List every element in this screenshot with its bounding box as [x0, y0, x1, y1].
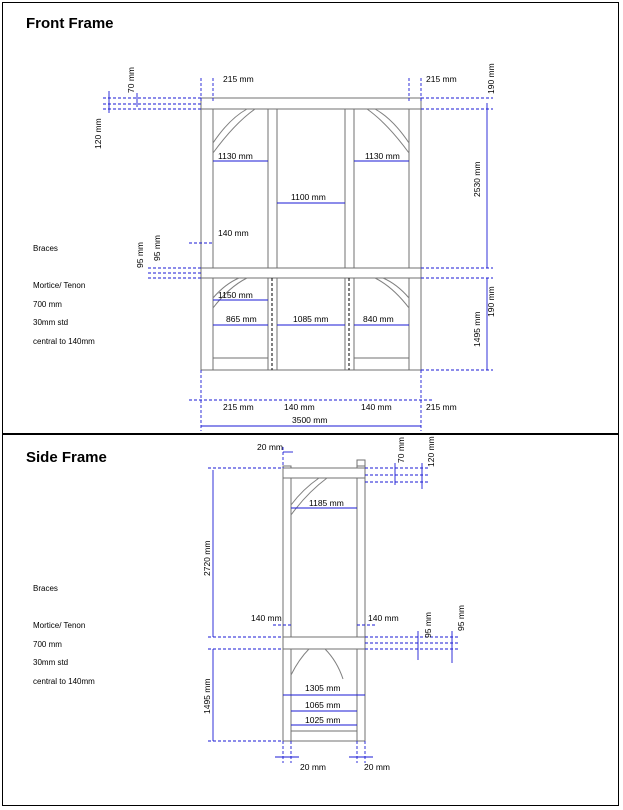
side-frame-title: Side Frame — [26, 449, 107, 466]
front-frame-title: Front Frame — [26, 15, 114, 32]
side-brace-bottom — [290, 648, 344, 680]
dim-label-1025: 1025 mm — [305, 715, 340, 725]
dim-label-1495: 1495 mm — [472, 312, 482, 347]
dim-label-95-a: 95 mm — [423, 612, 433, 638]
dim-label-140-left: 140 mm — [251, 613, 282, 623]
side-brace-top — [290, 477, 328, 516]
note-line: Braces — [33, 244, 58, 254]
dim-label-1305: 1305 mm — [305, 683, 340, 693]
dim-label-20-bottom-right: 20 mm — [364, 762, 390, 772]
front-brace-top-left — [212, 108, 256, 154]
note-line: 30mm std — [33, 318, 69, 328]
note-line: 700 mm — [33, 299, 62, 309]
note-line: central to 140mm — [33, 336, 95, 346]
dim-label-1495: 1495 mm — [202, 679, 212, 714]
dim-label-120: 120 mm — [426, 436, 436, 467]
dim-label-1065: 1065 mm — [305, 700, 340, 710]
dim-label-120: 120 mm — [93, 118, 103, 149]
dim-label-70: 70 mm — [126, 67, 136, 93]
side-frame-drawing: 20 mm 70 mm 120 mm 1185 mm 2720 mm 140 m… — [202, 436, 466, 772]
dim-label-95-b: 95 mm — [456, 605, 466, 631]
dim-label-140: 140 mm — [218, 228, 249, 238]
dim-label-140-bottom-left: 140 mm — [284, 402, 315, 412]
dim-label-1150: 1150 mm — [218, 290, 253, 300]
dim-label-1130-left: 1130 mm — [218, 151, 253, 161]
front-mid-beam — [200, 267, 422, 279]
note-line: Mortice/ Tenon — [33, 281, 86, 291]
note-line: 30mm std — [33, 658, 69, 668]
dim-label-1085: 1085 mm — [293, 314, 328, 324]
dim-label-1100: 1100 mm — [291, 192, 326, 202]
dim-label-140-bottom-right: 140 mm — [361, 402, 392, 412]
note-line: 700 mm — [33, 639, 62, 649]
side-top-tenon — [356, 459, 366, 469]
side-top-beam — [282, 467, 366, 479]
front-frame-panel: Front Frame Braces Mortice/ Tenon 700 mm… — [2, 2, 619, 434]
dim-label-20-top: 20 mm — [257, 442, 283, 452]
note-line: central to 140mm — [33, 676, 95, 686]
dim-label-3500: 3500 mm — [292, 415, 327, 425]
dim-label-95-a: 95 mm — [135, 242, 145, 268]
front-left-post — [200, 97, 214, 371]
dim-label-215-top-left: 215 mm — [223, 74, 254, 84]
dim-label-190-top: 190 mm — [486, 63, 496, 94]
front-frame-drawing: 215 mm 215 mm 70 mm 190 mm 120 mm 1130 m… — [93, 63, 496, 431]
dim-label-2720: 2720 mm — [202, 541, 212, 576]
front-brace-bottom-right — [374, 277, 410, 309]
side-braces-note: Braces Mortice/ Tenon 700 mm 30mm std ce… — [33, 575, 95, 696]
front-top-beam — [200, 97, 422, 110]
dim-label-190-mid: 190 mm — [486, 286, 496, 317]
front-brace-top-right — [366, 108, 410, 154]
note-line: Braces — [33, 584, 58, 594]
front-braces-note: Braces Mortice/ Tenon 700 mm 30mm std ce… — [33, 235, 95, 356]
side-frame-panel: Side Frame Braces Mortice/ Tenon 700 mm … — [2, 434, 619, 806]
note-line: Mortice/ Tenon — [33, 621, 86, 631]
dim-label-2530: 2530 mm — [472, 162, 482, 197]
dim-label-20-bottom-left: 20 mm — [300, 762, 326, 772]
dim-label-70: 70 mm — [396, 437, 406, 463]
side-mid-beam — [282, 636, 366, 650]
dim-label-840: 840 mm — [363, 314, 394, 324]
front-right-post — [408, 97, 422, 371]
dim-label-140-right: 140 mm — [368, 613, 399, 623]
front-brace-bottom-left — [212, 277, 248, 309]
dim-label-1185: 1185 mm — [309, 498, 344, 508]
side-right-post — [356, 465, 366, 742]
dim-label-1130-right: 1130 mm — [365, 151, 400, 161]
dim-label-865: 865 mm — [226, 314, 257, 324]
dim-label-215-top-right: 215 mm — [426, 74, 457, 84]
dim-label-215-bottom-right: 215 mm — [426, 402, 457, 412]
dim-label-95-b: 95 mm — [152, 235, 162, 261]
dim-label-215-bottom-left: 215 mm — [223, 402, 254, 412]
side-left-post — [282, 465, 292, 742]
